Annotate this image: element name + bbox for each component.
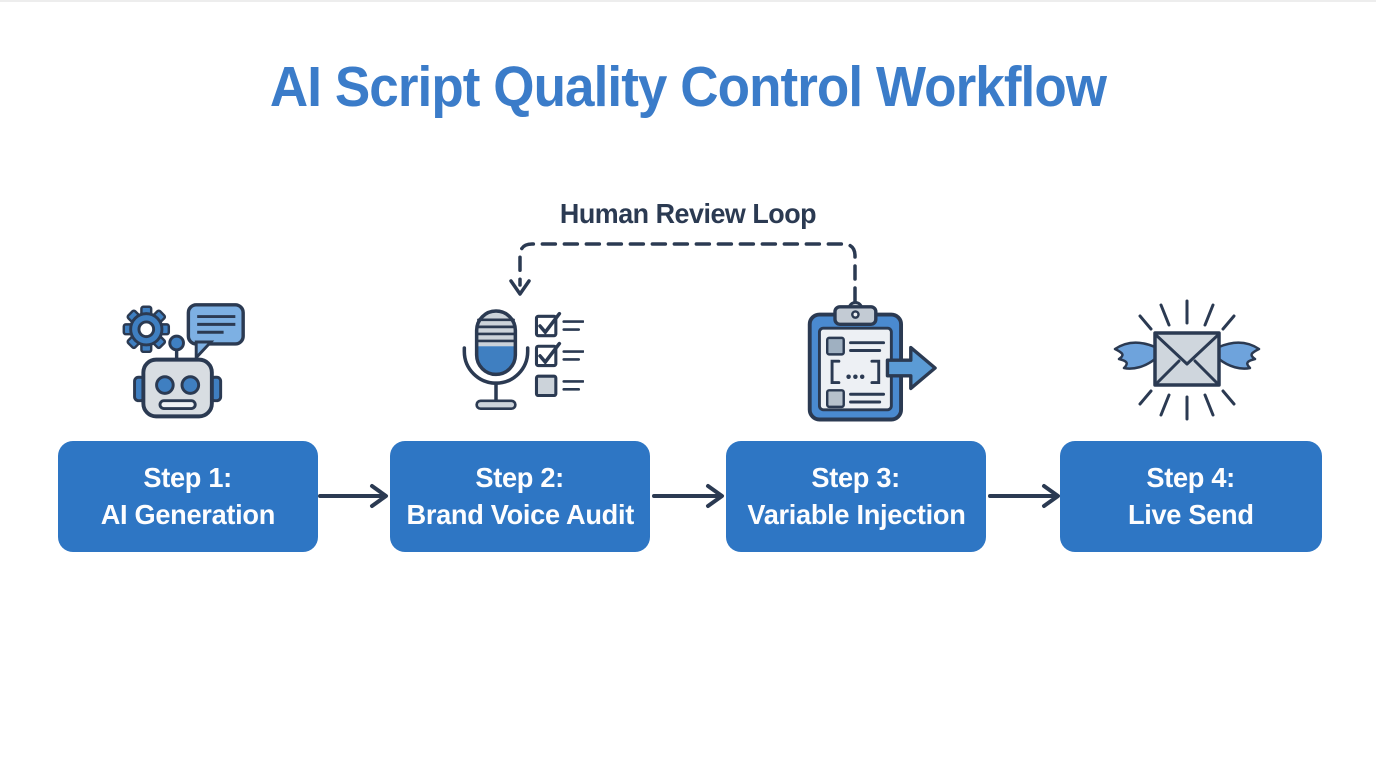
step-4-label: Step 4:: [1146, 462, 1236, 494]
step-3-label: Step 3:: [811, 462, 901, 494]
arrow-step1-step2-head-icon: [370, 484, 388, 508]
step-1-name: AI Generation: [100, 498, 276, 530]
step-1-label: Step 1:: [143, 462, 233, 494]
step-4-name: Live Send: [1128, 498, 1254, 530]
page-title: AI Script Quality Control Workflow: [269, 55, 1107, 119]
robot-chat-icon: [114, 297, 251, 431]
step-1-box: Step 1: AI Generation: [58, 441, 318, 552]
arrow-step3-step4-head-icon: [1042, 484, 1060, 508]
step-2-name: Brand Voice Audit: [406, 498, 634, 530]
arrow-step2-step3-head-icon: [706, 484, 724, 508]
microphone-checklist-icon: [452, 304, 585, 422]
step-2-label: Step 2:: [475, 462, 565, 494]
step-4-box: Step 4: Live Send: [1060, 441, 1322, 552]
winged-envelope-icon: [1107, 297, 1267, 432]
review-loop-dashed-path: [518, 242, 857, 303]
review-loop-arrowhead-icon: [509, 279, 531, 296]
step-2-box: Step 2: Brand Voice Audit: [390, 441, 650, 552]
human-review-loop-label: Human Review Loop: [559, 198, 817, 229]
clipboard-arrow-icon: [800, 299, 938, 430]
step-3-box: Step 3: Variable Injection: [726, 441, 986, 552]
step-3-name: Variable Injection: [746, 498, 966, 530]
